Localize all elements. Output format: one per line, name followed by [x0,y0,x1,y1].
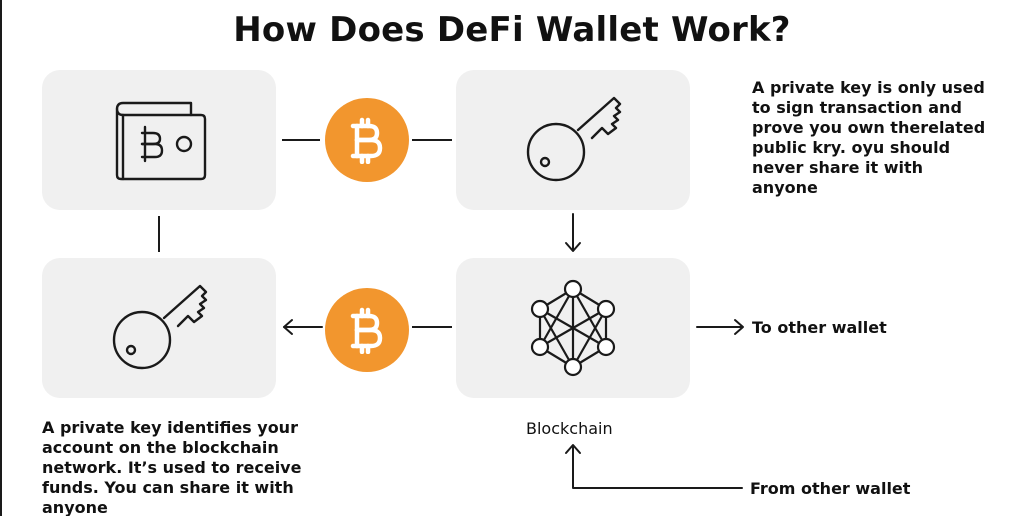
arrow-from-other-wallet [572,445,743,489]
blockchain-card [456,258,690,398]
connector-line [282,139,320,141]
key-icon [112,284,208,370]
bitcoin-icon [350,307,383,354]
wallet-card [42,70,276,210]
to-other-wallet-label: To other wallet [752,318,887,337]
blockchain-network-icon [530,279,616,377]
bitcoin-icon [350,117,383,164]
public-key-card [42,258,276,398]
connector-line [158,216,160,252]
left-border [0,0,2,516]
wallet-icon [115,101,207,181]
key-icon [526,96,622,182]
private-key-note: A private key is only used to sign trans… [752,78,986,197]
from-other-wallet-label: From other wallet [750,479,911,498]
bitcoin-coin-bottom [325,288,409,372]
page-title: How Does DeFi Wallet Work? [233,10,791,50]
public-key-note: A private key identifies your account on… [42,418,302,516]
connector-line [412,139,452,141]
blockchain-label: Blockchain [526,419,613,438]
connector-line [412,326,452,328]
bitcoin-coin-top [325,98,409,182]
private-key-card [456,70,690,210]
